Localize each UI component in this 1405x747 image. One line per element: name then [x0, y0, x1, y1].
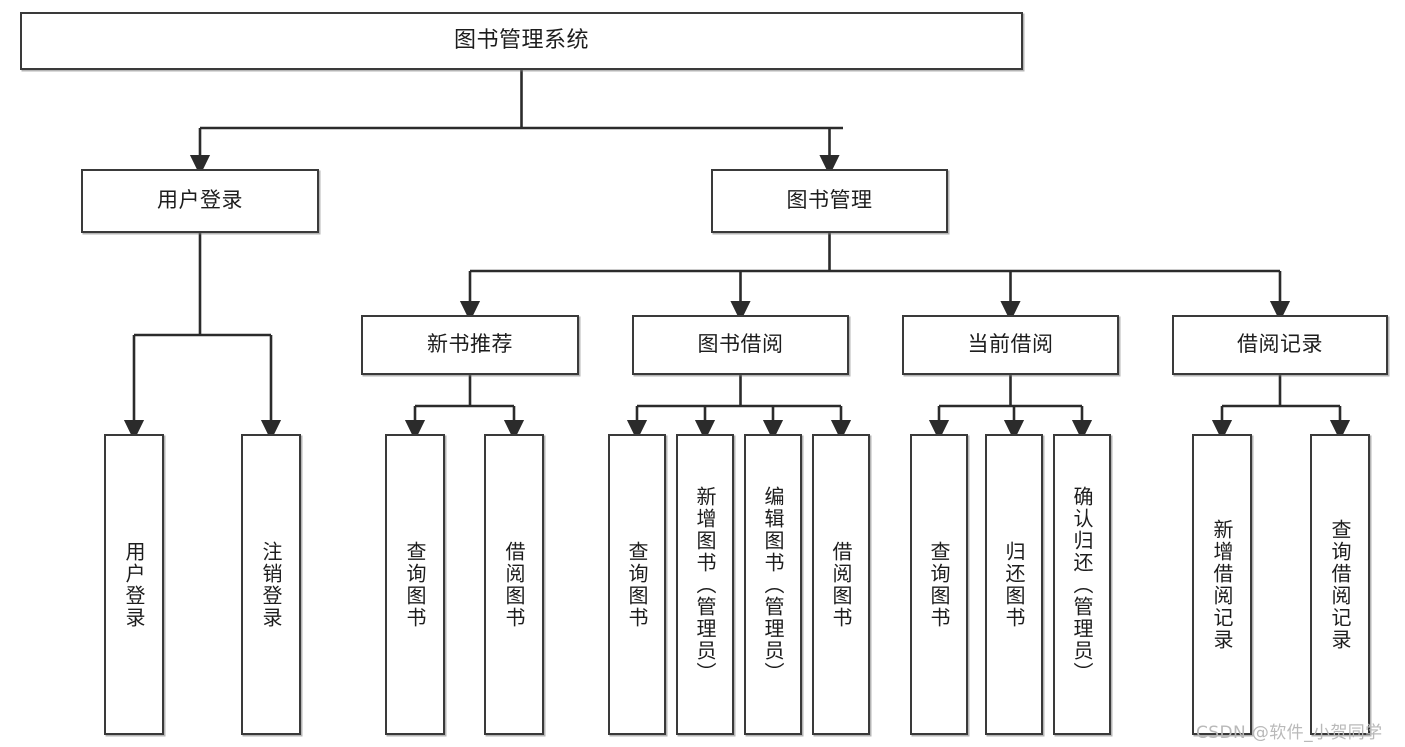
node-user-login[interactable]: 用户登录: [81, 169, 319, 233]
node-leaf-borrow-book[interactable]: 借阅图书: [812, 434, 870, 735]
node-user-login-label: 用户登录: [157, 188, 243, 213]
node-current-borrow-label: 当前借阅: [967, 332, 1054, 357]
node-new-book-recommend[interactable]: 新书推荐: [361, 315, 579, 375]
node-borrow-record-label: 借阅记录: [1237, 332, 1323, 357]
node-leaf-query-book-rec[interactable]: 查询图书: [385, 434, 445, 735]
node-leaf-query-borrow-record-label: 查询借阅记录: [1328, 518, 1352, 651]
node-leaf-borrow-book-rec-label: 借阅图书: [502, 540, 526, 629]
node-book-manage-label: 图书管理: [786, 188, 873, 213]
node-leaf-logout-login[interactable]: 注销登录: [241, 434, 301, 735]
node-leaf-user-login[interactable]: 用户登录: [104, 434, 164, 735]
node-leaf-return-book-label: 归还图书: [1002, 540, 1026, 629]
node-new-book-recommend-label: 新书推荐: [427, 332, 513, 357]
node-leaf-query-book-current[interactable]: 查询图书: [910, 434, 968, 735]
node-leaf-confirm-return-admin[interactable]: 确认归还（管理员）: [1053, 434, 1111, 735]
node-leaf-query-book-borrow-label: 查询图书: [625, 540, 649, 629]
node-book-borrow[interactable]: 图书借阅: [632, 315, 849, 375]
node-leaf-borrow-book-rec[interactable]: 借阅图书: [484, 434, 544, 735]
node-borrow-record[interactable]: 借阅记录: [1172, 315, 1388, 375]
node-book-borrow-label: 图书借阅: [697, 332, 784, 357]
csdn-watermark: CSDN @软件_小贺同学: [1196, 723, 1383, 743]
node-root-label: 图书管理系统: [453, 27, 589, 53]
node-book-manage[interactable]: 图书管理: [711, 169, 948, 233]
node-leaf-query-book-rec-label: 查询图书: [403, 540, 427, 629]
node-leaf-confirm-return-admin-label: 确认归还（管理员）: [1070, 485, 1094, 684]
node-current-borrow[interactable]: 当前借阅: [902, 315, 1119, 375]
node-leaf-add-borrow-record-label: 新增借阅记录: [1210, 518, 1234, 651]
node-leaf-query-book-current-label: 查询图书: [927, 540, 951, 629]
node-leaf-user-login-label: 用户登录: [122, 540, 146, 629]
node-root[interactable]: 图书管理系统: [20, 12, 1023, 70]
node-leaf-logout-login-label: 注销登录: [259, 540, 283, 629]
node-leaf-edit-book-admin[interactable]: 编辑图书（管理员）: [744, 434, 802, 735]
node-leaf-edit-book-admin-label: 编辑图书（管理员）: [761, 485, 785, 684]
node-leaf-return-book[interactable]: 归还图书: [985, 434, 1043, 735]
node-leaf-add-borrow-record[interactable]: 新增借阅记录: [1192, 434, 1252, 735]
node-leaf-add-book-admin-label: 新增图书（管理员）: [693, 485, 717, 684]
node-leaf-query-book-borrow[interactable]: 查询图书: [608, 434, 666, 735]
node-leaf-query-borrow-record[interactable]: 查询借阅记录: [1310, 434, 1370, 735]
node-leaf-add-book-admin[interactable]: 新增图书（管理员）: [676, 434, 734, 735]
node-leaf-borrow-book-label: 借阅图书: [829, 540, 853, 629]
